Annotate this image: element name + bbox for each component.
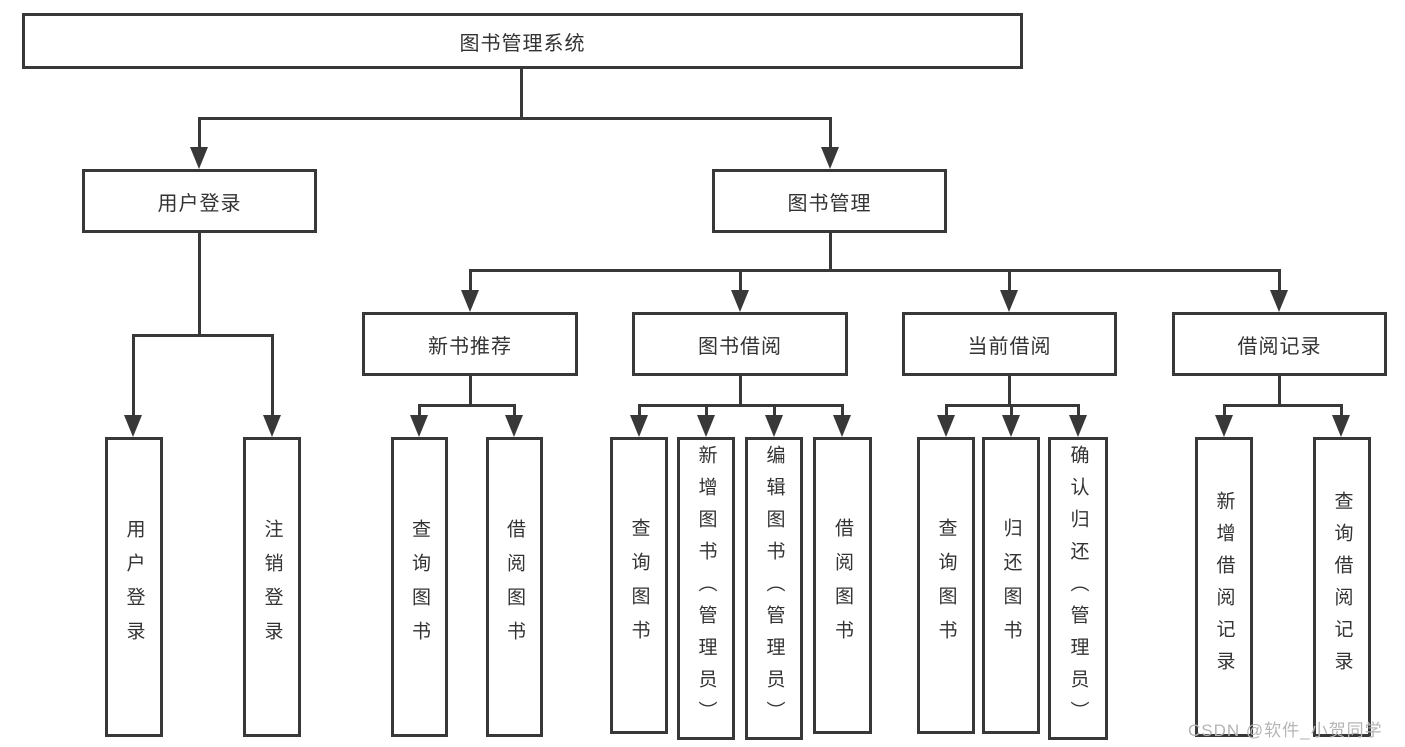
node-label: 确认归还（管理员）: [1067, 444, 1089, 733]
connector-line-v: [1008, 376, 1011, 407]
connector-line-h: [469, 269, 1281, 272]
connector-line-v: [1077, 404, 1080, 418]
leaf-user-login: 用户登录: [105, 437, 163, 737]
node-label: 查询图书: [935, 517, 957, 654]
node-label: 借阅图书: [832, 517, 853, 654]
arrow-down-icon: [461, 290, 479, 312]
node-book-borrowing: 图书借阅: [632, 312, 848, 376]
arrow-down-icon: [833, 415, 851, 437]
arrow-down-icon: [410, 415, 428, 437]
connector-line-v: [198, 117, 201, 150]
connector-line-v: [1278, 269, 1281, 292]
connector-line-h: [198, 117, 831, 120]
node-label: 用户登录: [123, 519, 145, 655]
connector-line-v: [132, 334, 135, 417]
arrow-down-icon: [821, 147, 839, 169]
connector-line-h: [1223, 404, 1343, 407]
arrow-down-icon: [1069, 415, 1087, 437]
connector-line-v: [739, 269, 742, 292]
node-label: 查询图书: [409, 519, 430, 655]
node-book-management: 图书管理: [712, 169, 947, 233]
node-label: 图书管理系统: [459, 32, 586, 55]
arrow-down-icon: [1270, 290, 1288, 312]
node-library-system: 图书管理系统: [22, 13, 1023, 69]
node-label: 归还图书: [1000, 517, 1022, 654]
connector-line-v: [841, 404, 844, 418]
node-label: 新增图书（管理员）: [695, 444, 717, 733]
node-label: 图书借阅: [698, 335, 782, 358]
node-label: 新书推荐: [428, 335, 512, 358]
arrow-down-icon: [124, 415, 142, 437]
leaf-logout: 注销登录: [243, 437, 301, 737]
node-current-borrowing: 当前借阅: [902, 312, 1117, 376]
node-borrowing-records: 借阅记录: [1172, 312, 1387, 376]
leaf-query-books-2: 查询图书: [610, 437, 668, 734]
leaf-return-books: 归还图书: [982, 437, 1040, 734]
connector-line-v: [513, 404, 516, 418]
arrow-down-icon: [263, 415, 281, 437]
leaf-borrow-books-1: 借阅图书: [486, 437, 543, 737]
leaf-add-books-admin: 新增图书（管理员）: [677, 437, 735, 740]
leaf-edit-books-admin: 编辑图书（管理员）: [745, 437, 803, 740]
arrow-down-icon: [1002, 415, 1020, 437]
connector-line-v: [271, 334, 274, 417]
connector-line-v: [773, 404, 776, 418]
arrow-down-icon: [765, 415, 783, 437]
arrow-down-icon: [505, 415, 523, 437]
node-label: 查询图书: [628, 517, 650, 654]
connector-line-v: [418, 404, 421, 418]
node-label: 用户登录: [157, 192, 242, 215]
node-user-login: 用户登录: [82, 169, 317, 233]
node-label: 当前借阅: [967, 335, 1052, 358]
node-label: 借阅记录: [1237, 335, 1322, 358]
connector-line-h: [132, 334, 273, 337]
connector-line-v: [469, 376, 472, 407]
connector-line-h: [418, 404, 516, 407]
connector-line-v: [1340, 404, 1343, 418]
connector-line-v: [829, 233, 832, 272]
connector-line-v: [638, 404, 641, 418]
arrow-down-icon: [937, 415, 955, 437]
connector-line-v: [829, 117, 832, 150]
node-label: 新增借阅记录: [1213, 491, 1235, 683]
connector-line-v: [520, 69, 523, 119]
connector-line-v: [1223, 404, 1226, 418]
leaf-borrow-books-2: 借阅图书: [813, 437, 872, 734]
watermark: CSDN @软件_小贺同学: [1188, 721, 1383, 740]
node-label: 图书管理: [787, 192, 872, 215]
arrow-down-icon: [1000, 290, 1018, 312]
arrow-down-icon: [731, 290, 749, 312]
connector-line-v: [1008, 269, 1011, 292]
connector-line-v: [739, 376, 742, 407]
leaf-query-books-1: 查询图书: [391, 437, 448, 737]
connector-line-v: [469, 269, 472, 292]
connector-line-v: [1278, 376, 1281, 407]
node-label: 编辑图书（管理员）: [763, 444, 785, 733]
node-label: 查询借阅记录: [1331, 491, 1353, 683]
arrow-down-icon: [630, 415, 648, 437]
node-label: 借阅图书: [504, 519, 525, 655]
node-label: 注销登录: [261, 519, 283, 655]
leaf-query-books-3: 查询图书: [917, 437, 975, 734]
connector-line-h: [638, 404, 843, 407]
connector-line-v: [945, 404, 948, 418]
leaf-confirm-return-admin: 确认归还（管理员）: [1048, 437, 1108, 740]
leaf-add-borrow-record: 新增借阅记录: [1195, 437, 1253, 737]
leaf-query-borrow-record: 查询借阅记录: [1313, 437, 1371, 737]
connector-line-v: [198, 233, 201, 336]
connector-line-v: [1010, 404, 1013, 418]
arrow-down-icon: [190, 147, 208, 169]
node-new-book-recommend: 新书推荐: [362, 312, 578, 376]
arrow-down-icon: [697, 415, 715, 437]
arrow-down-icon: [1215, 415, 1233, 437]
connector-line-v: [705, 404, 708, 418]
arrow-down-icon: [1332, 415, 1350, 437]
